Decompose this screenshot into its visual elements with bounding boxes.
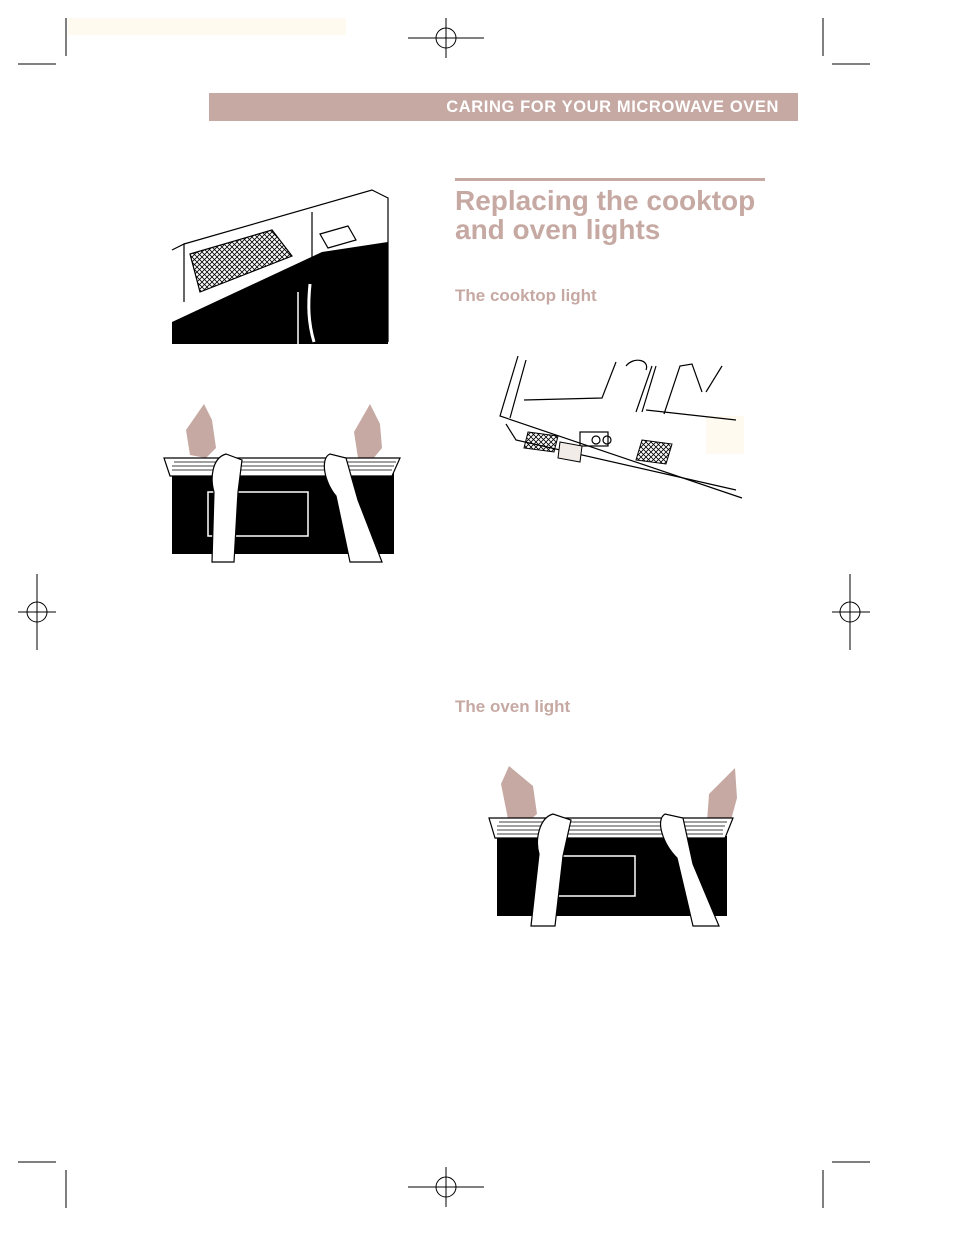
section-title: Replacing the cooktop and oven lights [455,185,756,245]
cooktop-light-subhead: The cooktop light [455,286,597,305]
header-title: CARING FOR YOUR MICROWAVE OVEN [446,98,779,116]
oven-light-grille-lift-illustration [488,766,737,927]
title-rule [455,178,765,181]
cooktop-light-illustration [499,355,744,499]
filter-compartment-illustration [171,189,389,344]
page-header-bar: CARING FOR YOUR MICROWAVE OVEN [209,93,798,121]
vent-grille-lift-illustration [163,404,401,563]
color-strip [68,18,346,35]
oven-light-subhead: The oven light [455,697,571,716]
